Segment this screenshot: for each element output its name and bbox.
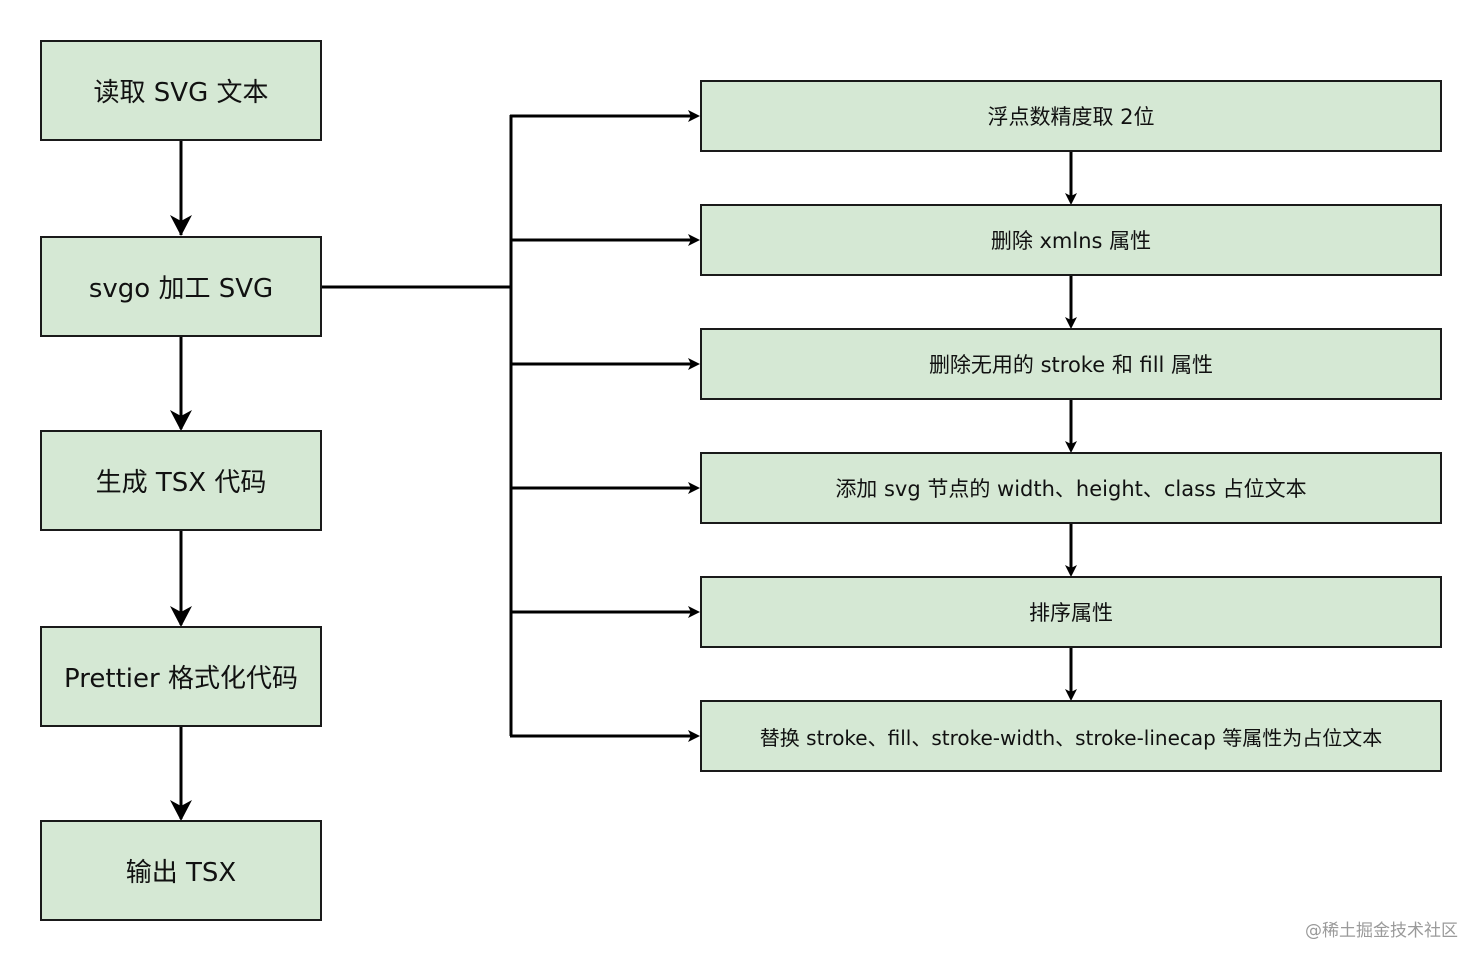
plugin-remove-useless-stroke-fill: 删除无用的 stroke 和 fill 属性 bbox=[700, 328, 1442, 400]
branch-arrowhead-6 bbox=[688, 730, 700, 742]
arrowhead-plugin2 bbox=[1065, 193, 1077, 205]
branch-arrowhead-5 bbox=[688, 606, 700, 618]
arrowhead-plugin6 bbox=[1065, 689, 1077, 701]
branch-arrowhead-4 bbox=[688, 482, 700, 494]
branch-arrowhead-1 bbox=[688, 110, 700, 122]
step-output-tsx: 输出 TSX bbox=[40, 820, 322, 921]
step-label: svgo 加工 SVG bbox=[88, 274, 274, 304]
plugin-label: 删除无用的 stroke 和 fill 属性 bbox=[928, 353, 1214, 377]
step-read-svg-text: 读取 SVG 文本 bbox=[40, 40, 322, 141]
plugin-label: 删除 xmlns 属性 bbox=[990, 229, 1152, 253]
arrowhead-step3 bbox=[170, 410, 192, 431]
arrowhead-plugin3 bbox=[1065, 317, 1077, 329]
arrowhead-step4 bbox=[170, 606, 192, 627]
plugin-label: 浮点数精度取 2位 bbox=[987, 105, 1155, 129]
step-label: 生成 TSX 代码 bbox=[95, 468, 267, 498]
arrowhead-plugin4 bbox=[1065, 441, 1077, 453]
step-label: 输出 TSX bbox=[125, 858, 237, 888]
arrowhead-step2 bbox=[170, 215, 192, 236]
step-label: Prettier 格式化代码 bbox=[64, 664, 298, 694]
plugin-label: 替换 stroke、fill、stroke-width、stroke-linec… bbox=[759, 725, 1383, 750]
arrowhead-step5 bbox=[170, 800, 192, 821]
step-generate-tsx: 生成 TSX 代码 bbox=[40, 430, 322, 531]
watermark-text: @稀土掘金技术社区 bbox=[1305, 921, 1458, 941]
plugin-replace-attributes: 替换 stroke、fill、stroke-width、stroke-linec… bbox=[700, 700, 1442, 772]
plugin-label: 排序属性 bbox=[1029, 601, 1113, 625]
plugin-label: 添加 svg 节点的 width、height、class 占位文本 bbox=[835, 477, 1307, 501]
plugin-sort-attributes: 排序属性 bbox=[700, 576, 1442, 648]
branch-arrowhead-3 bbox=[688, 358, 700, 370]
plugin-add-placeholders: 添加 svg 节点的 width、height、class 占位文本 bbox=[700, 452, 1442, 524]
step-prettier-format: Prettier 格式化代码 bbox=[40, 626, 322, 727]
plugin-remove-xmlns: 删除 xmlns 属性 bbox=[700, 204, 1442, 276]
step-svgo-process: svgo 加工 SVG bbox=[40, 236, 322, 337]
arrowhead-plugin5 bbox=[1065, 565, 1077, 577]
step-label: 读取 SVG 文本 bbox=[93, 78, 269, 108]
plugin-float-precision: 浮点数精度取 2位 bbox=[700, 80, 1442, 152]
branch-arrowhead-2 bbox=[688, 234, 700, 246]
